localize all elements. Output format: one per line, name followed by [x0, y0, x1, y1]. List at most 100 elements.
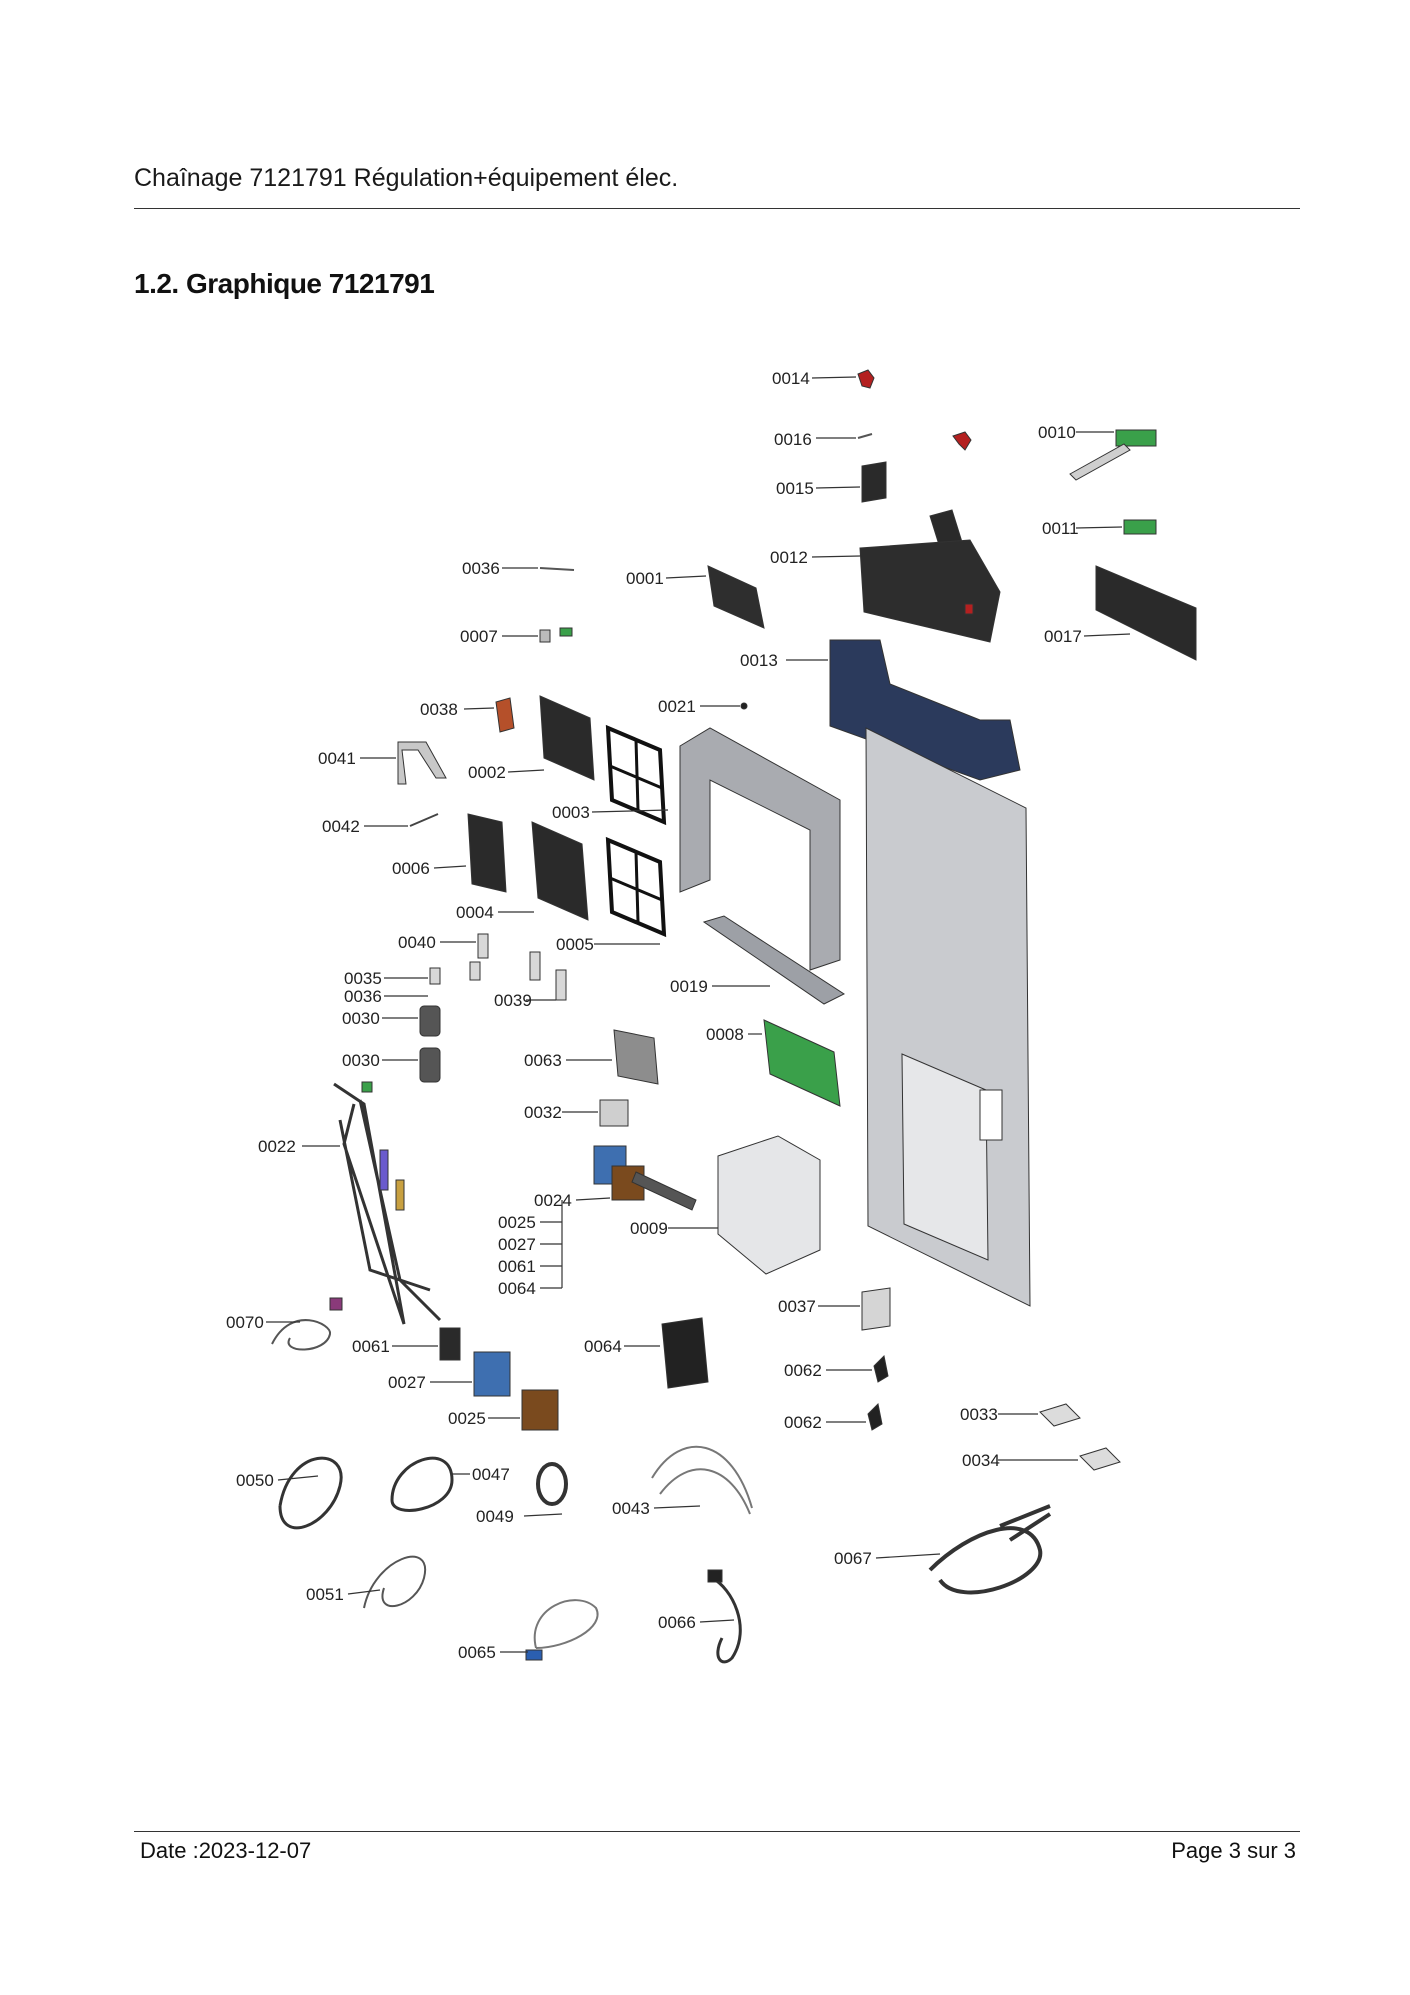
part-0006 — [467, 813, 507, 893]
callout-label: 0009 — [630, 1219, 668, 1238]
part-0010 — [1115, 429, 1157, 447]
callout-label: 0070 — [226, 1313, 264, 1332]
part-0008 — [763, 1019, 841, 1107]
callout-label: 0037 — [778, 1297, 816, 1316]
part-0041 — [397, 741, 447, 785]
part-0011 — [1123, 519, 1157, 535]
part-0027 — [473, 1351, 511, 1397]
callout-label: 0035 — [344, 969, 382, 988]
part-0049 — [536, 1462, 568, 1506]
callout-label: 0017 — [1044, 627, 1082, 646]
callout-label: 0062 — [784, 1361, 822, 1380]
part-0033 — [1039, 1403, 1081, 1427]
callout-label: 0027 — [498, 1235, 536, 1254]
callout-label: 0011 — [1042, 519, 1079, 538]
callout-label: 0006 — [392, 859, 430, 878]
callout-label: 0049 — [476, 1507, 514, 1526]
callout-label: 0032 — [524, 1103, 562, 1122]
footer-page-number: Page 3 sur 3 — [1171, 1838, 1296, 1863]
part-0030-b — [419, 1047, 441, 1083]
callout-label: 0051 — [306, 1585, 344, 1604]
callout-label: 0007 — [460, 627, 498, 646]
callout-label: 0065 — [458, 1643, 496, 1662]
callout-label: 0036 — [462, 559, 500, 578]
callout-label: 0030 — [342, 1009, 380, 1028]
part-0042 — [409, 813, 439, 827]
callout-label: 0001 — [626, 569, 664, 588]
part-0038 — [495, 697, 515, 733]
part-0009 — [717, 1135, 821, 1275]
part-0014 — [857, 369, 875, 389]
part-0051 — [363, 1555, 427, 1609]
part-0016 — [857, 433, 873, 439]
callout-label: 0012 — [770, 548, 808, 567]
callout-label: 0027 — [388, 1373, 426, 1392]
callout-label: 0043 — [612, 1499, 650, 1518]
callout-label: 0010 — [1038, 423, 1076, 442]
callout-label: 0066 — [658, 1613, 696, 1632]
part-0024-blue — [593, 1145, 627, 1185]
callout-label: 0003 — [552, 803, 590, 822]
callout-label: 0014 — [772, 369, 810, 388]
footer-date: Date :2023-12-07 — [140, 1838, 312, 1863]
callout-label: 0047 — [472, 1465, 510, 1484]
part-0005 — [605, 836, 667, 938]
callout-label: 0062 — [784, 1413, 822, 1432]
callout-label: 0015 — [776, 479, 814, 498]
part-0025 — [521, 1389, 559, 1431]
callout-label: 0008 — [706, 1025, 744, 1044]
part-0061 — [439, 1327, 461, 1361]
part-rail-frame — [679, 727, 841, 971]
callout-label: 0061 — [498, 1257, 536, 1276]
document-header-title: Chaînage 7121791 Régulation+équipement é… — [134, 164, 679, 192]
part-0001 — [707, 565, 765, 629]
callout-label: 0063 — [524, 1051, 562, 1070]
callout-label: 0002 — [468, 763, 506, 782]
part-0034 — [1079, 1447, 1121, 1471]
callout-label: 0064 — [498, 1279, 536, 1298]
callout-label: 0036 — [344, 987, 382, 1006]
part-0021 — [740, 702, 748, 710]
callout-label: 0034 — [962, 1451, 1000, 1470]
part-0022 — [333, 1082, 442, 1325]
callout-label: 0004 — [456, 903, 494, 922]
leader-lines — [266, 376, 1131, 1653]
part-0063 — [613, 1029, 659, 1085]
callout-label: 0041 — [318, 749, 356, 768]
callout-label: 0030 — [342, 1051, 380, 1070]
part-red-clip — [952, 431, 972, 451]
callout-label: 0025 — [498, 1213, 536, 1232]
callout-label: 0013 — [740, 651, 778, 670]
callout-label: 0067 — [834, 1549, 872, 1568]
part-0067 — [928, 1504, 1052, 1595]
part-0007 — [539, 629, 551, 643]
callout-label: 0005 — [556, 935, 594, 954]
callout-label: 0040 — [398, 933, 436, 952]
callout-labels: 0014 0016 0010 0015 0011 0012 0036 0001 … — [226, 369, 1082, 1662]
part-0047 — [390, 1456, 454, 1512]
callout-label: 0042 — [322, 817, 360, 836]
part-0002 — [539, 695, 595, 781]
part-0012 — [859, 539, 1001, 643]
header-divider — [134, 208, 1300, 209]
callout-label: 0039 — [494, 991, 532, 1010]
part-0043 — [651, 1445, 753, 1515]
part-0035 — [429, 967, 441, 985]
part-0062-b — [867, 1402, 883, 1431]
section-heading: 1.2. Graphique 7121791 — [134, 268, 435, 299]
part-0017 — [1095, 565, 1197, 661]
callout-label: 0061 — [352, 1337, 390, 1356]
part-0015 — [861, 461, 887, 503]
part-0040 — [477, 933, 489, 959]
callout-label: 0033 — [960, 1405, 998, 1424]
callout-label: 0064 — [584, 1337, 622, 1356]
callout-label: 0022 — [258, 1137, 296, 1156]
part-0065 — [533, 1599, 599, 1649]
callout-label: 0038 — [420, 700, 458, 719]
part-0064 — [661, 1317, 709, 1389]
callout-label: 0025 — [448, 1409, 486, 1428]
callout-label: 0024 — [534, 1191, 572, 1210]
part-0019 — [702, 915, 846, 1005]
part-0062-a — [873, 1354, 889, 1383]
